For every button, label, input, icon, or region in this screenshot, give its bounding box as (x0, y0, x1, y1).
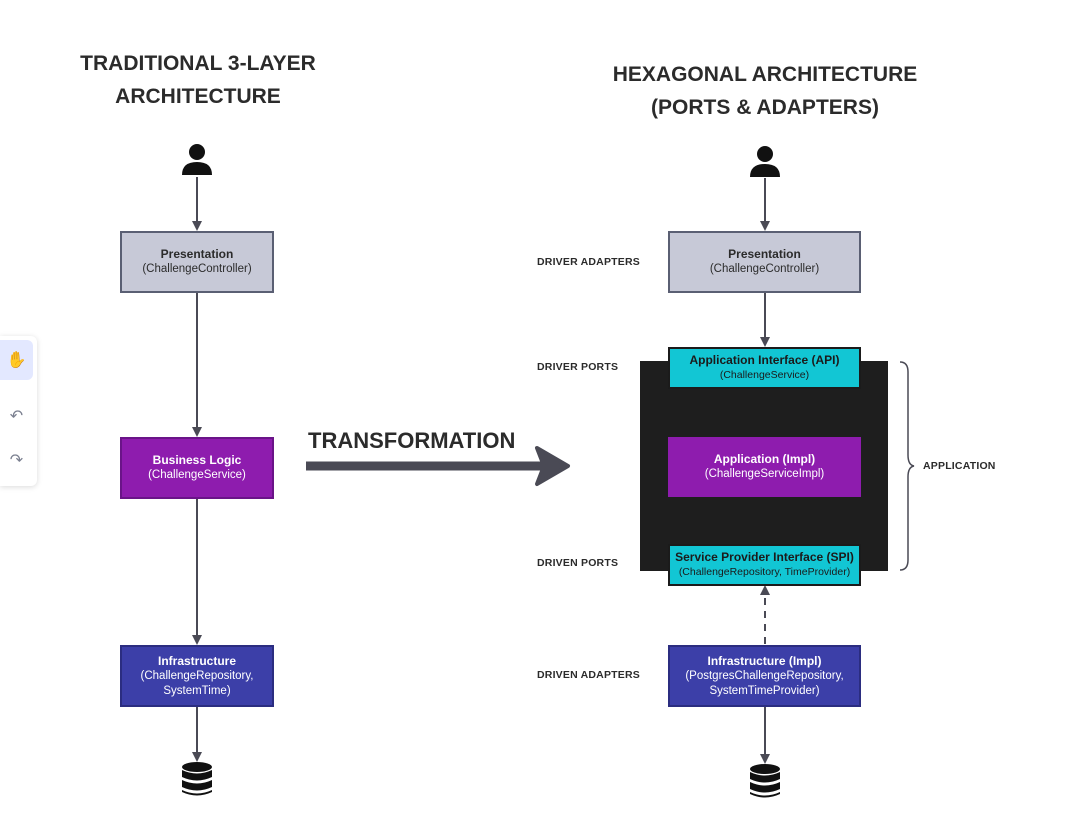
presentation-subtitle: (ChallengeController) (709, 263, 820, 275)
business-logic-subtitle: (ChallengeService) (148, 469, 246, 481)
api-subtitle: (ChallengeService) (719, 369, 810, 381)
driver-adapters-label: DRIVER ADAPTERS (537, 256, 640, 268)
application-impl-title: Application (Impl) (713, 452, 816, 466)
business-logic-title: Business Logic (152, 453, 242, 467)
spi-subtitle: (ChallengeRepository, TimeProvider) (678, 566, 851, 578)
application-impl-subtitle: (ChallengeServiceImpl) (704, 468, 825, 480)
driver-ports-label: DRIVER PORTS (537, 361, 619, 373)
user-icon (182, 144, 212, 175)
transformation-arrow-head (535, 446, 570, 486)
spi-title: Service Provider Interface (SPI) (675, 550, 854, 564)
infrastructure-impl-title: Infrastructure (Impl) (707, 653, 822, 668)
driver-adapter-presentation-box: Presentation (ChallengeController) (668, 231, 861, 293)
left-title: TRADITIONAL 3-LAYER ARCHITECTURE (80, 52, 316, 108)
application-brace (899, 361, 915, 571)
api-title: Application Interface (API) (689, 353, 840, 367)
application-impl-box: Application (Impl) (ChallengeServiceImpl… (668, 437, 861, 497)
user-icon (750, 146, 780, 177)
spi-port-box: Service Provider Interface (SPI) (Challe… (668, 544, 861, 586)
business-logic-box: Business Logic (ChallengeService) (120, 437, 274, 499)
infrastructure-impl-subtitle: (PostgresChallengeRepository, SystemTime… (685, 669, 844, 697)
presentation-layer-box: Presentation (ChallengeController) (120, 231, 274, 293)
database-icon (182, 762, 212, 796)
presentation-title: Presentation (160, 247, 234, 261)
presentation-title: Presentation (728, 247, 801, 261)
transformation-label: TRANSFORMATION (308, 428, 516, 453)
driven-ports-label: DRIVEN PORTS (537, 557, 619, 569)
infrastructure-box: Infrastructure (ChallengeRepository, Sys… (120, 645, 274, 707)
right-title: HEXAGONAL ARCHITECTURE (PORTS & ADAPTERS… (612, 63, 918, 119)
undo-icon: ↶ (9, 408, 24, 425)
hand-tool-button[interactable]: ✋ (0, 340, 33, 380)
hand-icon: ✋ (6, 352, 27, 369)
redo-icon: ↷ (9, 452, 24, 469)
database-icon (750, 764, 780, 798)
driven-adapters-label: DRIVEN ADAPTERS (537, 669, 640, 681)
api-port-box: Application Interface (API) (ChallengeSe… (668, 347, 861, 389)
presentation-subtitle: (ChallengeController) (142, 263, 252, 275)
undo-button[interactable]: ↶ (0, 396, 33, 436)
redo-button[interactable]: ↷ (0, 440, 33, 480)
canvas-toolbar: ✋ ↶ ↷ (0, 336, 37, 486)
infrastructure-subtitle: (ChallengeRepository, SystemTime) (140, 669, 254, 697)
application-label: APPLICATION (923, 460, 996, 472)
infrastructure-title: Infrastructure (157, 653, 237, 668)
driven-adapter-infrastructure-box: Infrastructure (Impl) (PostgresChallenge… (668, 645, 861, 707)
